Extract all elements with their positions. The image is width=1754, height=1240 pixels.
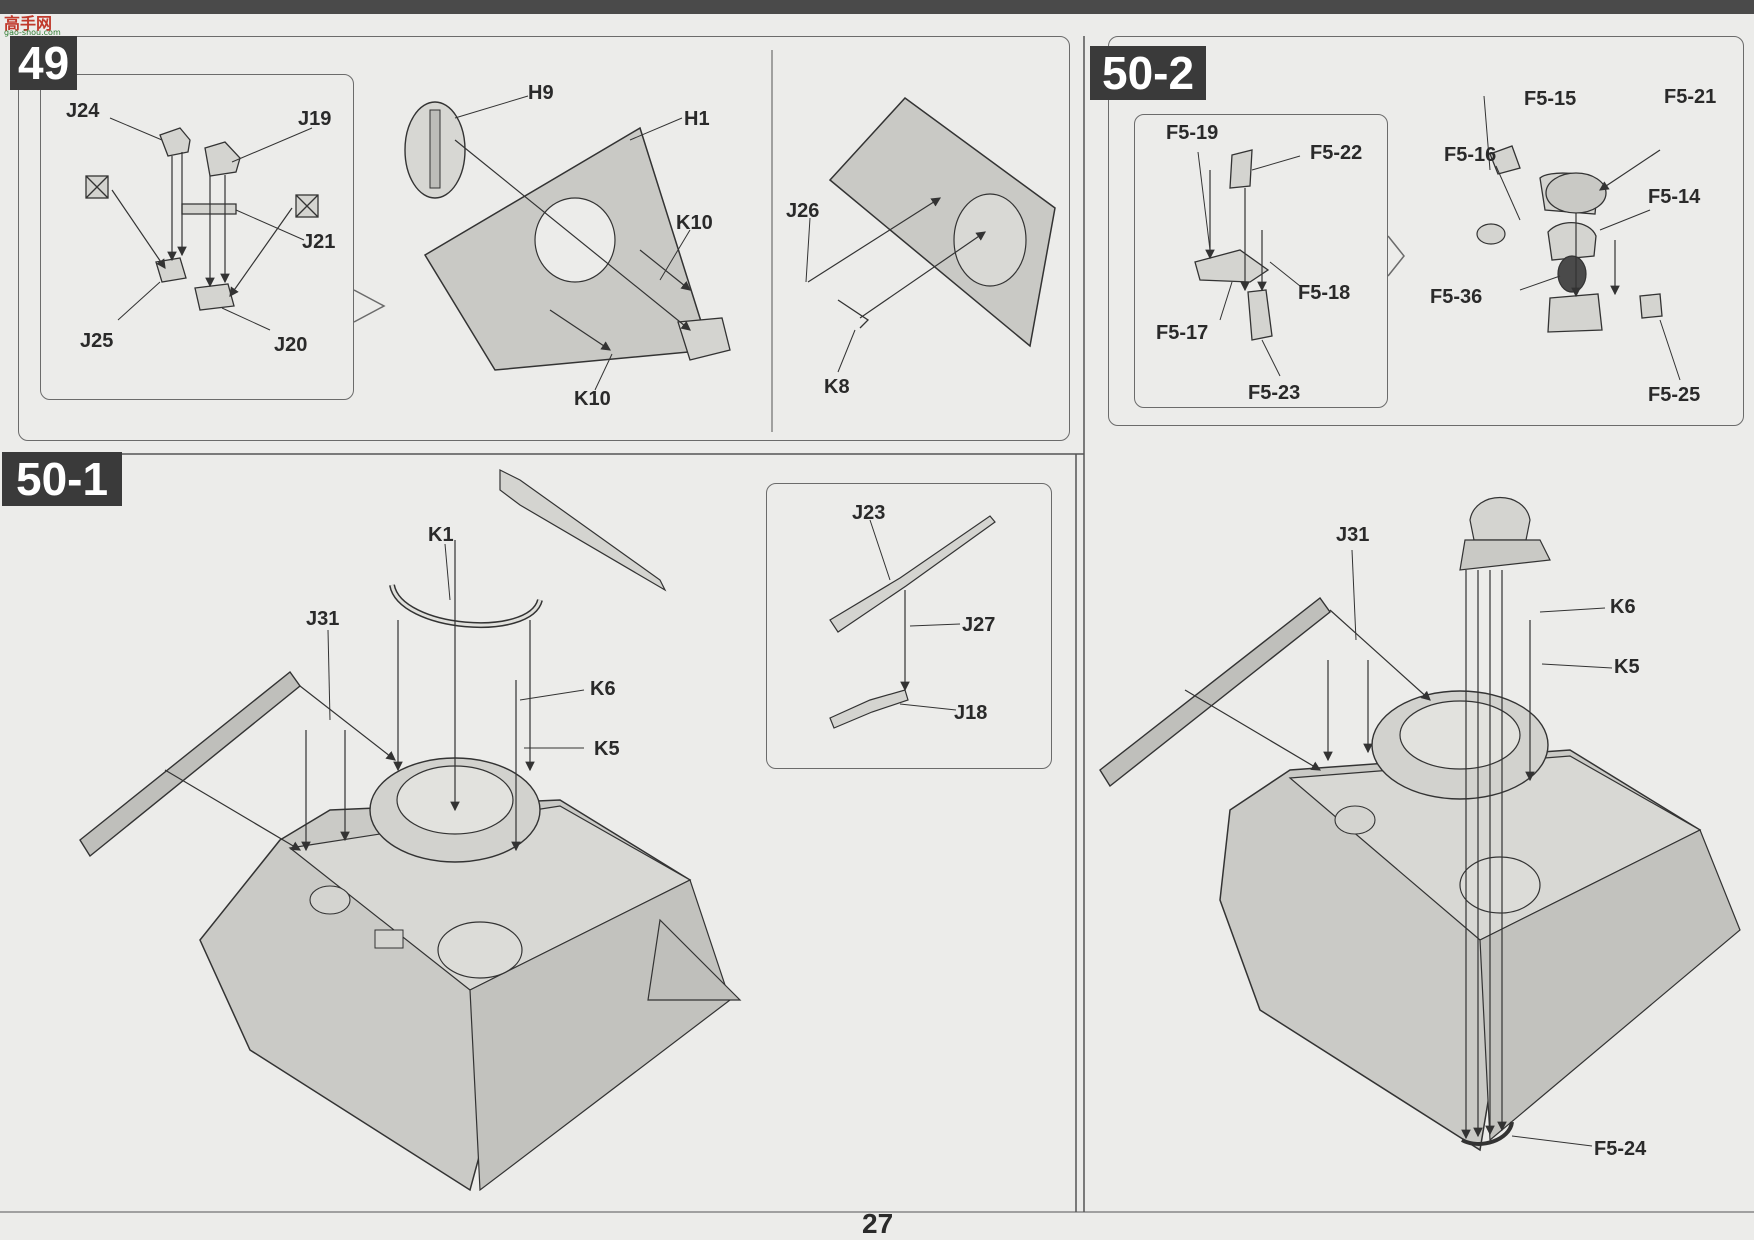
watermark-url: gao-shou.com [4,28,61,37]
part-label-J18: J18 [954,702,988,724]
part-label-K10-upper: K10 [676,212,713,234]
part-label-J27: J27 [962,614,996,636]
part-label-J23: J23 [852,502,886,524]
part-label-J31-50-2: J31 [1336,524,1370,546]
part-label-J20: J20 [274,334,308,356]
part-label-J31: J31 [306,608,340,630]
part-label-K8: K8 [824,376,850,398]
part-label-K5-50-2: K5 [1614,656,1640,678]
part-label-F5-18: F5-18 [1298,282,1351,304]
part-label-J26: J26 [786,200,820,222]
step-49-subframe-left [40,74,354,400]
step-number-50-2: 50-2 [1090,46,1207,100]
part-label-F5-14: F5-14 [1648,186,1701,208]
part-label-H1: H1 [684,108,710,130]
part-label-K10-lower: K10 [574,388,611,410]
part-label-F5-16: F5-16 [1444,144,1497,166]
part-label-K1: K1 [428,524,454,546]
part-label-K5: K5 [594,738,620,760]
part-label-F5-17: F5-17 [1156,322,1209,344]
part-label-J21: J21 [302,231,336,253]
part-label-F5-25: F5-25 [1648,384,1701,406]
part-label-K6-50-2: K6 [1610,596,1636,618]
part-label-F5-15: F5-15 [1524,88,1577,110]
part-label-K6: K6 [590,678,616,700]
watermark-logo: 高手网 [4,14,53,33]
part-label-J25: J25 [80,330,114,352]
part-label-F5-24: F5-24 [1594,1138,1647,1160]
part-label-F5-36: F5-36 [1430,286,1483,308]
part-label-F5-23: F5-23 [1248,382,1301,404]
step-number-50-1: 50-1 [2,452,123,506]
part-label-J19: J19 [298,108,332,130]
part-label-F5-21: F5-21 [1664,86,1717,108]
part-label-J24: J24 [66,100,100,122]
top-edge-bar [0,0,1754,14]
step-number-49: 49 [10,36,78,90]
step-50-2-subframe [1134,114,1388,408]
step-50-1-subframe [766,483,1052,769]
part-label-F5-22: F5-22 [1310,142,1363,164]
part-label-H9: H9 [528,82,554,104]
step-49-frame [18,36,1070,441]
part-label-F5-19: F5-19 [1166,122,1219,144]
page-number: 27 [862,1208,894,1239]
step-50-2-frame [1108,36,1744,426]
